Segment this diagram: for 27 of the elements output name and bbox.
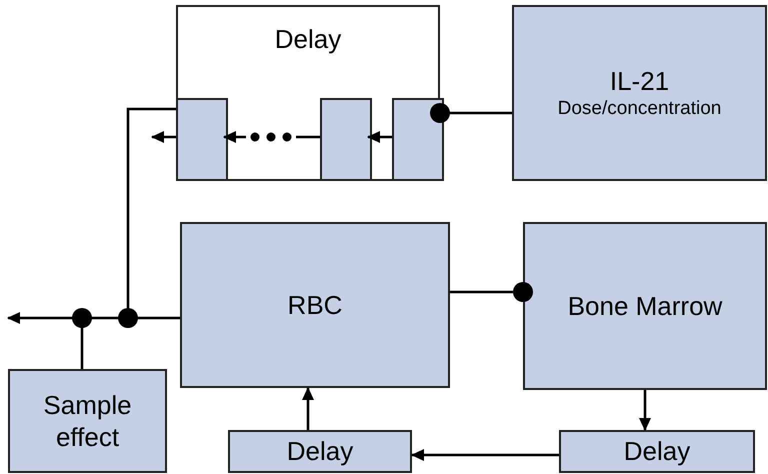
connector: [302, 387, 314, 430]
connector: [118, 108, 176, 328]
node-label: Delay: [624, 435, 690, 468]
delay-box: [228, 430, 412, 473]
delay-cell: [320, 98, 372, 181]
node-label: Dose/concentration: [558, 97, 722, 122]
node-label: IL-21: [610, 64, 670, 98]
process-box: [8, 369, 167, 473]
delay-box: [559, 430, 755, 473]
delay-cell: [392, 98, 444, 181]
connector: [430, 103, 512, 123]
connector: [450, 282, 533, 302]
process-box: [523, 222, 767, 390]
node-label: Bone Marrow: [568, 290, 722, 322]
delay-cell: [176, 98, 228, 181]
node-label: Delay: [286, 435, 354, 468]
connector: [367, 131, 392, 143]
connector: [72, 308, 92, 369]
connector: [639, 390, 651, 431]
connector: [151, 131, 176, 143]
node-label: Sample effect: [42, 388, 133, 454]
node-label: RBC: [288, 288, 342, 322]
input-box: [512, 5, 767, 181]
connector: [7, 312, 180, 324]
connector: [411, 449, 559, 461]
process-box: [180, 222, 450, 388]
node-label: Delay: [274, 23, 342, 56]
